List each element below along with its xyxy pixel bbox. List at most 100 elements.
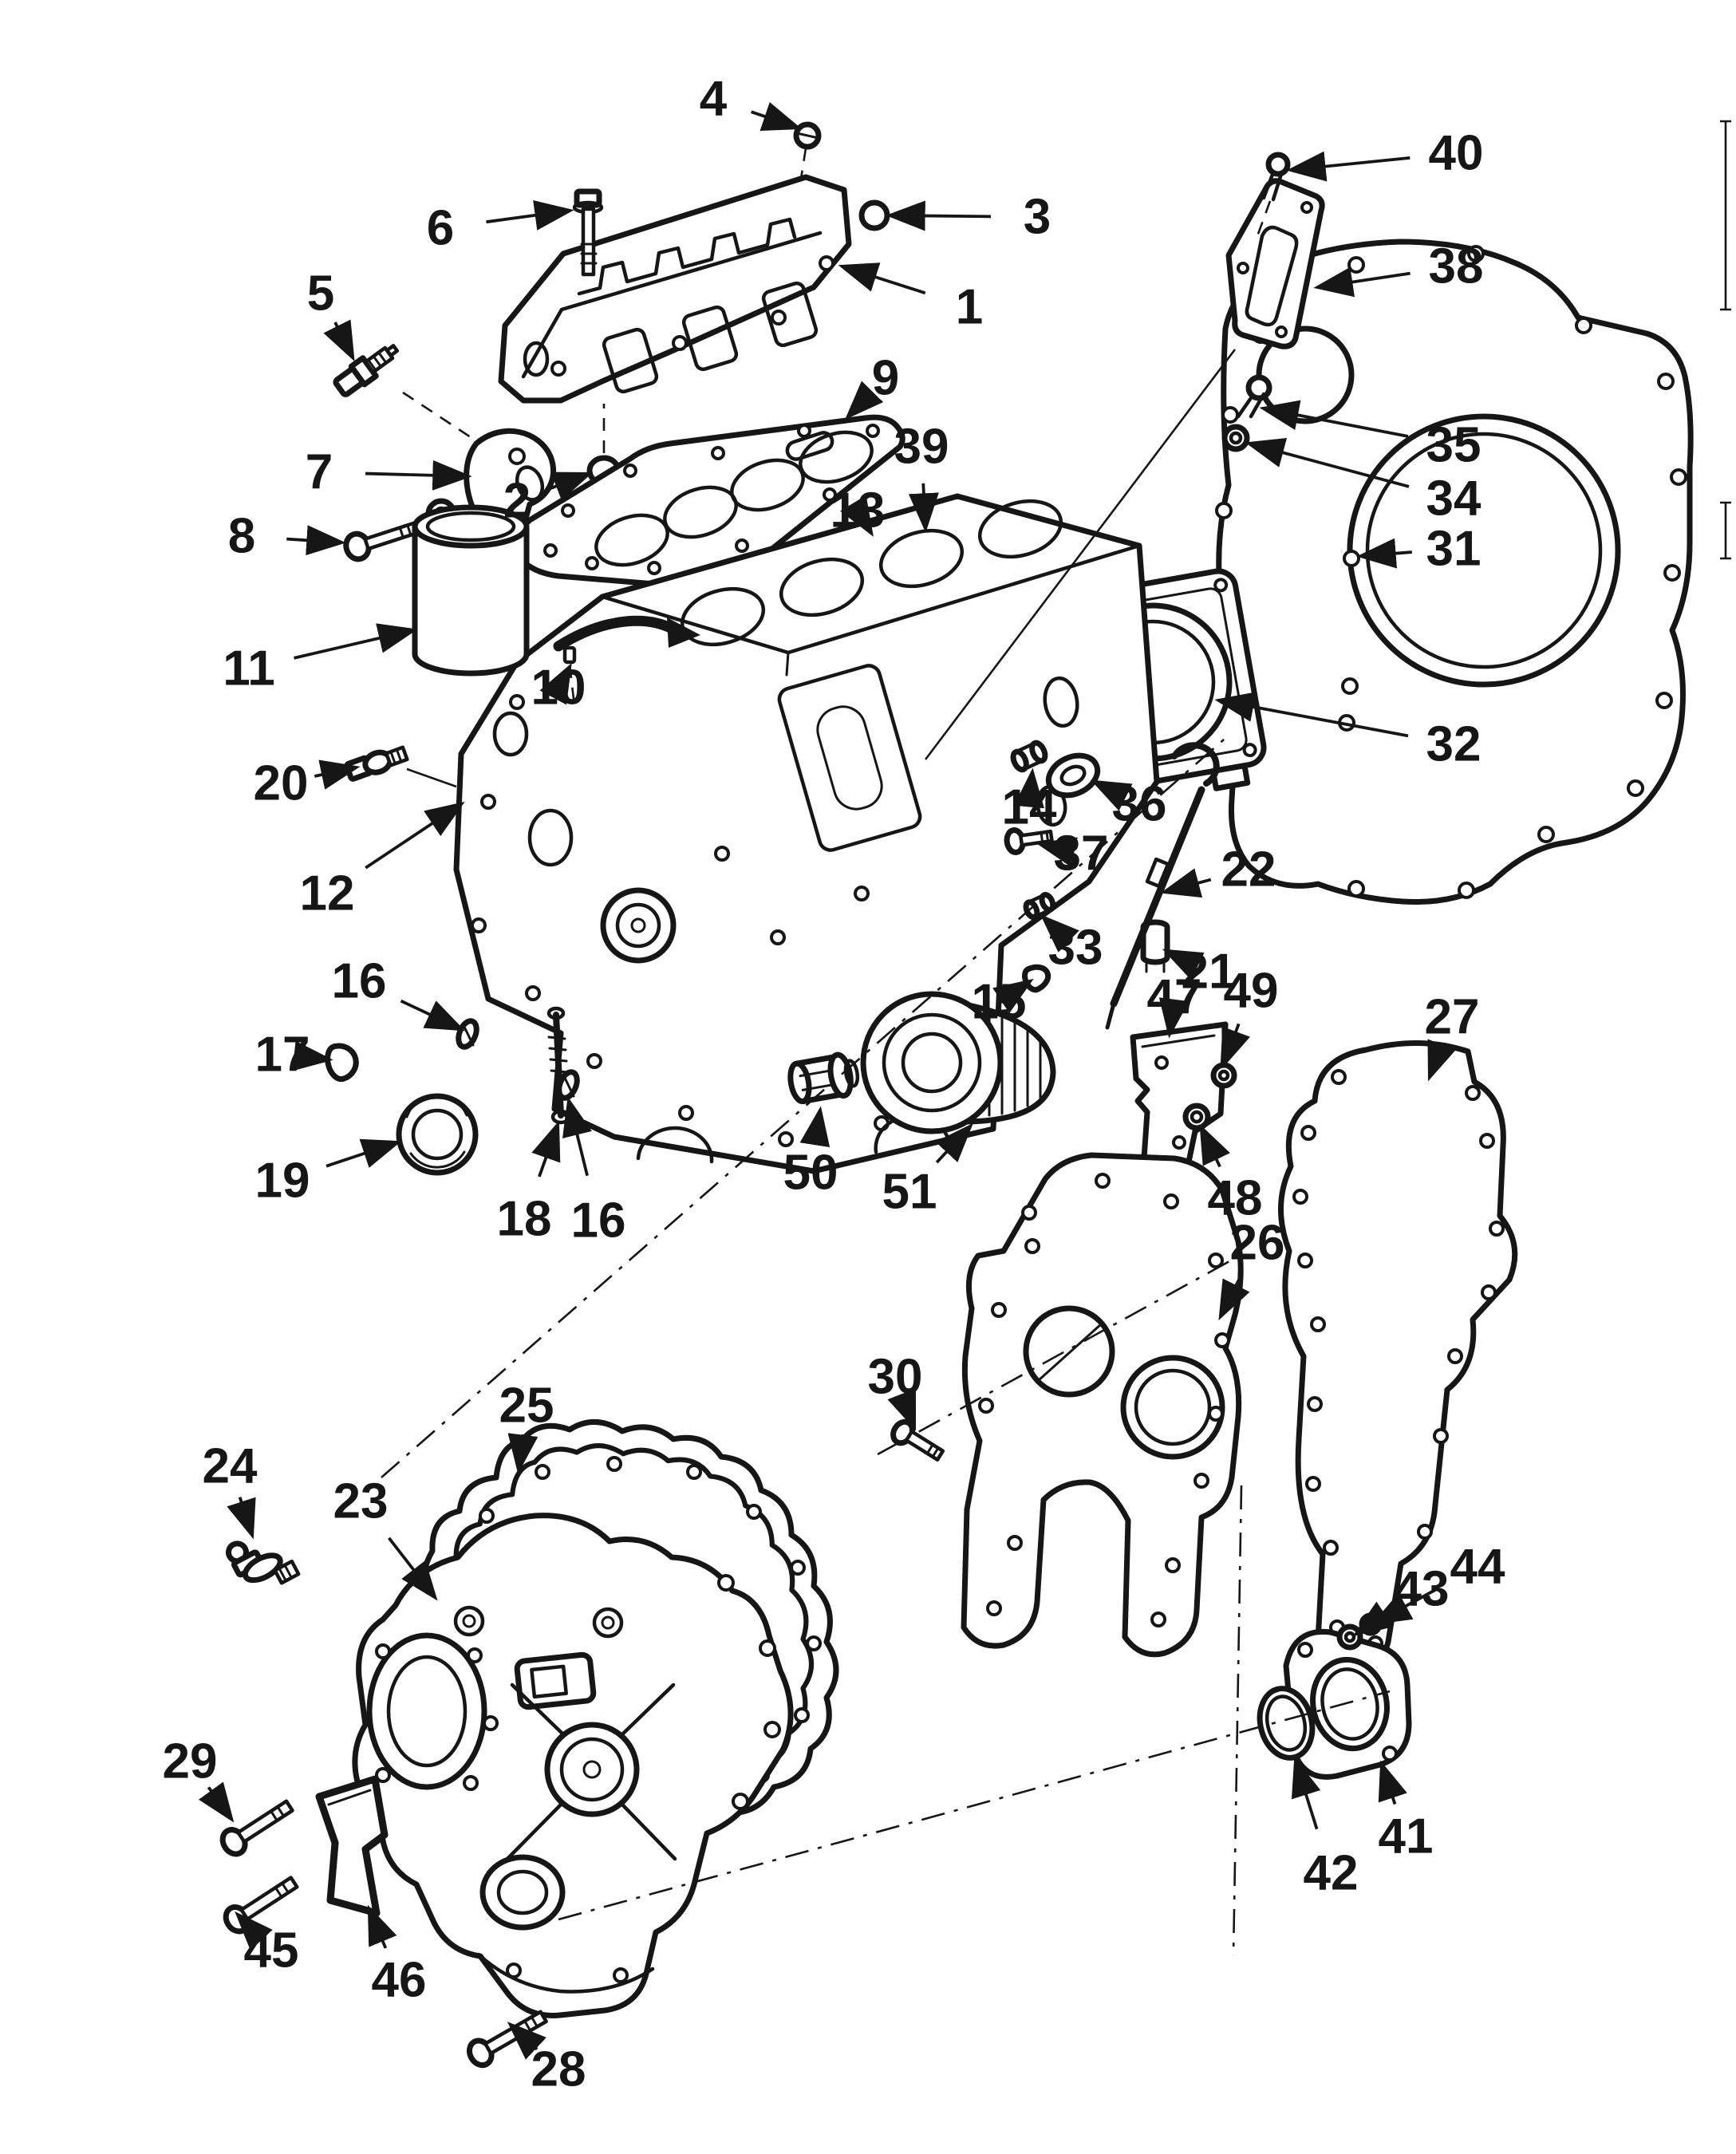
rear-plate-bolt-and-washer <box>1221 374 1272 452</box>
breather-plate <box>1225 178 1325 349</box>
callout-4-3: 4 <box>700 72 728 127</box>
washer-48 <box>1182 1103 1211 1131</box>
callout-16-16: 16 <box>571 1193 626 1249</box>
callout-leader-44-44 <box>1371 1588 1438 1625</box>
rear-engine-plate <box>1215 239 1694 905</box>
cup-plug-17 <box>325 1043 359 1083</box>
callout-leader-33-33 <box>1040 914 1079 953</box>
slotted-dowel-36 <box>1045 752 1101 799</box>
callout-49-49: 49 <box>1224 964 1279 1019</box>
callout-leader-28-28 <box>507 2022 546 2060</box>
breather-plate-bolt <box>1256 152 1291 237</box>
callout-leader-16-15 <box>400 999 466 1032</box>
sender-line <box>406 767 457 788</box>
callout-48-48: 48 <box>1208 1171 1263 1226</box>
callout-leader-22-22 <box>1160 868 1212 898</box>
callout-leader-6-5 <box>486 200 574 231</box>
callout-19-19: 19 <box>255 1154 310 1209</box>
cylinder-liner <box>412 504 530 677</box>
callout-leader-21-21 <box>1162 949 1205 980</box>
callout-leader-32-32 <box>1214 692 1409 738</box>
callout-leader-9-8 <box>845 381 884 420</box>
callout-13-12: 13 <box>831 483 886 538</box>
callout-leader-17-17 <box>292 1040 333 1071</box>
callout-36-36: 36 <box>1112 777 1167 832</box>
callout-leader-11-10 <box>294 623 418 660</box>
callout-leader-10-9 <box>539 662 572 705</box>
callout-leader-5-4 <box>323 319 355 362</box>
callout-15-14: 15 <box>972 975 1027 1030</box>
oil-filter-adapter-plug <box>787 1051 860 1105</box>
callout-leader-36-36 <box>1090 779 1133 811</box>
callout-26-26: 26 <box>1230 1216 1285 1271</box>
liner-install-arrow <box>553 615 700 706</box>
callout-41-41: 41 <box>1379 1809 1434 1864</box>
callout-leader-35-35 <box>1259 400 1409 438</box>
callout-leader-8-7 <box>286 525 346 556</box>
callout-18-18: 18 <box>497 1192 552 1247</box>
callout-22-22: 22 <box>1221 842 1276 898</box>
callout-leader-37-37 <box>1036 837 1078 867</box>
callout-leader-23-23 <box>388 1537 438 1601</box>
callout-6-5: 6 <box>427 201 454 256</box>
washer-49 <box>1210 1062 1237 1089</box>
callout-leader-20-20 <box>314 759 361 790</box>
callout-leader-25-25 <box>507 1433 539 1474</box>
callout-38-38: 38 <box>1429 239 1484 294</box>
callout-leader-49-49 <box>1221 1023 1250 1069</box>
callout-leader-41-41 <box>1378 1760 1407 1805</box>
callout-leader-42-42 <box>1291 1757 1321 1830</box>
callout-leader-2-1 <box>548 471 594 501</box>
callout-3-2: 3 <box>1024 190 1051 245</box>
callout-5-4: 5 <box>307 266 334 322</box>
timing-gear-cover <box>352 1513 794 2018</box>
callout-leader-26-26 <box>1218 1275 1250 1321</box>
front-plate-bolt <box>890 1418 945 1462</box>
callout-29-29: 29 <box>163 1734 218 1789</box>
callout-12-11: 12 <box>300 866 355 921</box>
callout-leader-50-50 <box>799 1106 831 1148</box>
callout-leader-1-0 <box>838 262 926 295</box>
cover-bolt-29 <box>219 1799 294 1857</box>
callout-32-32: 32 <box>1426 717 1482 772</box>
washer-43 <box>1336 1623 1363 1651</box>
callout-28-28: 28 <box>531 2042 586 2097</box>
cylinder-head <box>498 174 852 404</box>
callout-25-25: 25 <box>499 1379 554 1434</box>
callout-45-45: 45 <box>244 1923 299 1978</box>
sender-alignment-line <box>402 391 476 442</box>
callout-39-39: 39 <box>894 420 949 475</box>
callout-42-42: 42 <box>1304 1846 1359 1901</box>
callout-30-30: 30 <box>868 1350 923 1405</box>
callout-44-44: 44 <box>1450 1540 1505 1595</box>
callout-20-20: 20 <box>254 756 309 811</box>
camshaft-bearing <box>396 1093 479 1176</box>
callout-16-15: 16 <box>332 954 387 1009</box>
callout-51-51: 51 <box>882 1165 937 1220</box>
callout-9-8: 9 <box>872 351 899 406</box>
callout-leader-31-31 <box>1356 538 1412 569</box>
callout-leader-46-46 <box>367 1904 397 1949</box>
callout-leader-14-13 <box>1014 767 1044 809</box>
callout-11-10: 11 <box>223 641 275 696</box>
page-margin-marks <box>1720 120 1731 560</box>
callout-14-13: 14 <box>1002 780 1057 835</box>
callout-leader-40-40 <box>1286 151 1410 182</box>
callout-leader-16-16 <box>562 1096 592 1177</box>
valve-cap <box>793 121 822 180</box>
callout-17-17: 17 <box>255 1028 310 1083</box>
dowel-16-front <box>456 1018 479 1050</box>
cover-sensor <box>225 1541 301 1585</box>
callout-23-23: 23 <box>333 1474 389 1529</box>
callout-34-34: 34 <box>1426 471 1482 527</box>
oil-filter <box>860 991 1056 1134</box>
callout-leader-27-27 <box>1427 1039 1457 1082</box>
callout-leader-51-51 <box>935 1122 973 1164</box>
cover-plate-41 <box>1283 1628 1412 1780</box>
callout-40-40: 40 <box>1429 126 1484 181</box>
callout-leader-24-24 <box>227 1497 256 1540</box>
callout-leader-30-30 <box>887 1388 917 1431</box>
core-plug-cap <box>858 199 890 231</box>
callout-leader-48-48 <box>1199 1123 1230 1168</box>
